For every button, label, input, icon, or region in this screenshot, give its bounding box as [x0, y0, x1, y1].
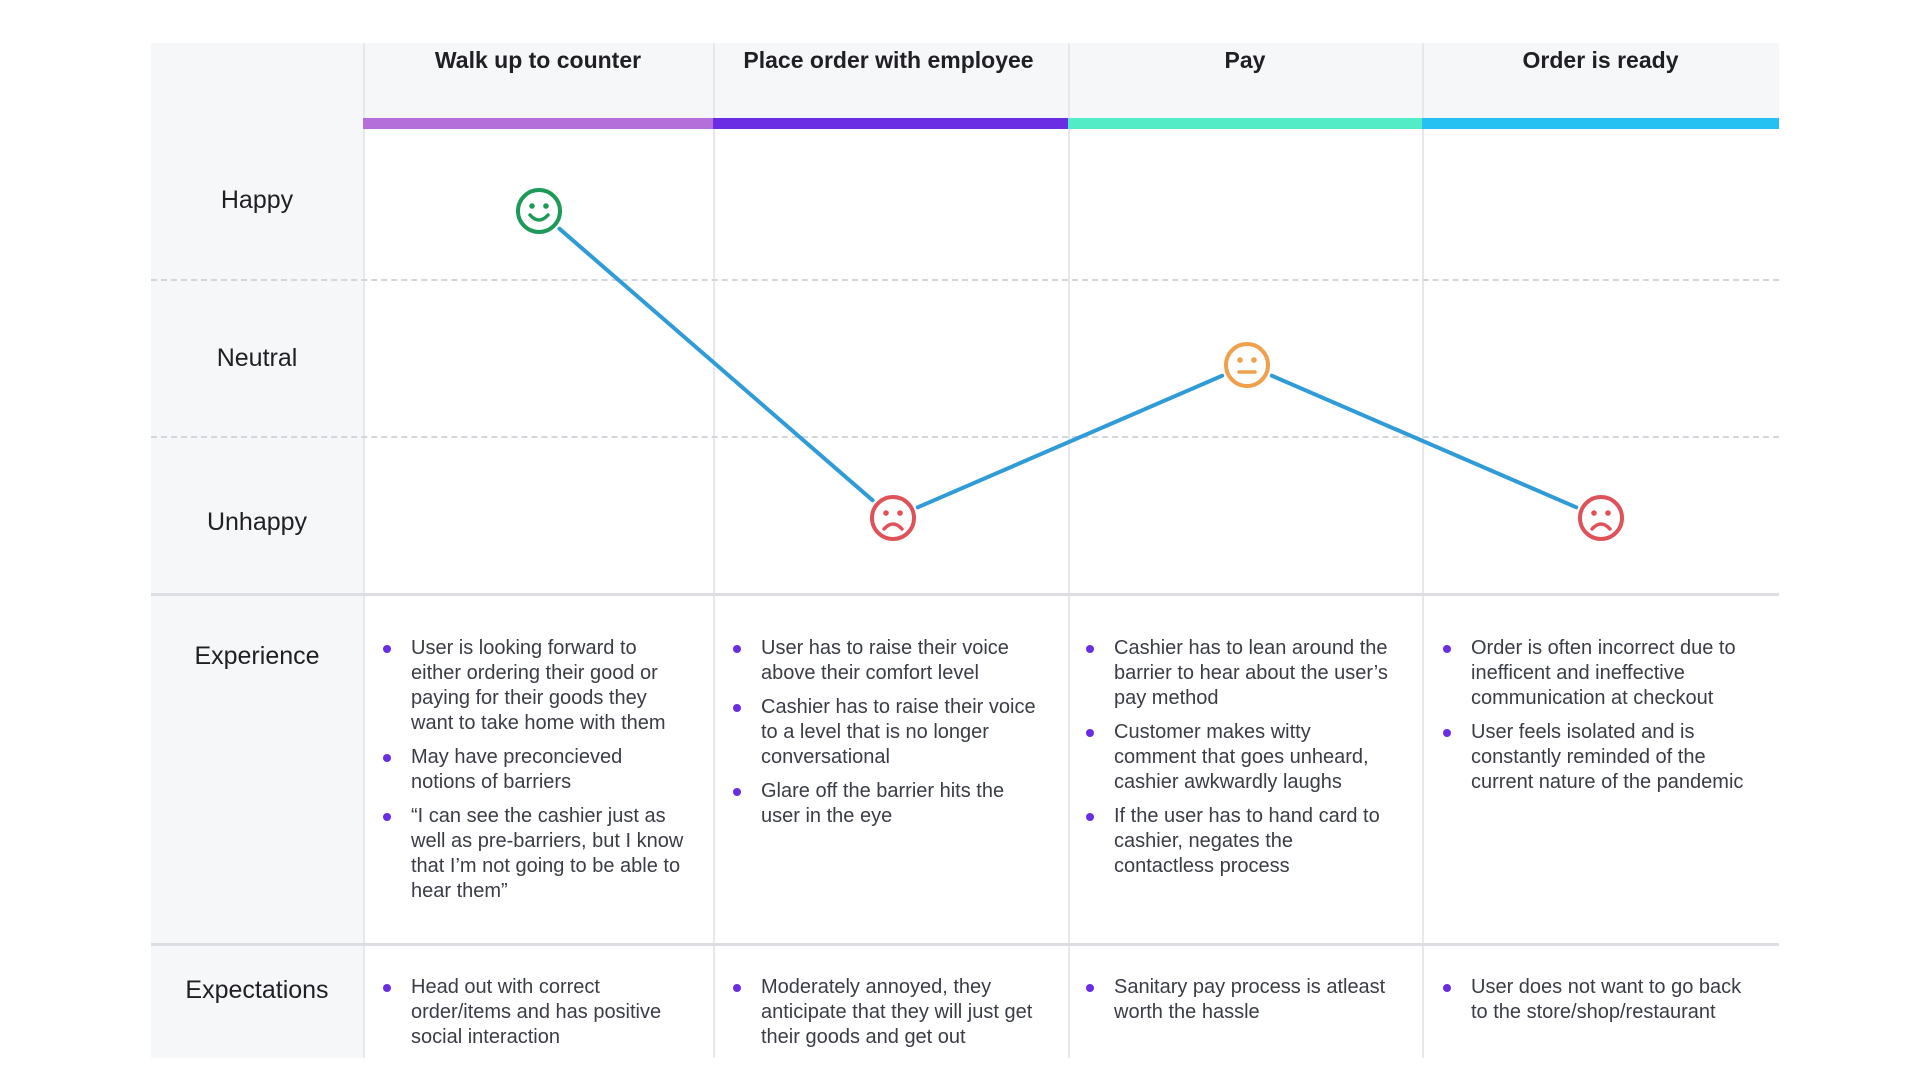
emotion-line-segment — [1269, 373, 1579, 510]
experience-bullet: Customer makes witty comment that goes u… — [1084, 720, 1389, 795]
level-label-neutral: Neutral — [216, 344, 298, 372]
level-gridline — [151, 279, 1779, 281]
experience-list: Order is often incorrect due to ineffice… — [1441, 636, 1746, 804]
column-divider — [1068, 43, 1070, 1058]
stage-title-walk-up: Walk up to counter — [434, 47, 642, 73]
stage-title-place-order: Place order with employee — [743, 47, 1034, 73]
expectations-bullet: Head out with correct order/items and ha… — [381, 975, 686, 1050]
stage-bar — [363, 118, 713, 129]
level-label-unhappy: Unhappy — [206, 508, 308, 536]
experience-bullet: May have preconcieved notions of barrier… — [381, 745, 686, 795]
emotion-line-segment — [915, 373, 1225, 510]
label-column — [151, 43, 363, 1058]
happy-face-icon — [516, 188, 562, 234]
sad-face-icon — [1578, 495, 1624, 541]
header-band — [151, 43, 1779, 118]
journey-map: Walk up to counter Place order with empl… — [151, 43, 1779, 1058]
expectations-list: User does not want to go back to the sto… — [1441, 975, 1746, 1034]
sad-face-icon — [870, 495, 916, 541]
stage-bar — [1068, 118, 1422, 129]
experience-list: User is looking forward to either orderi… — [381, 636, 686, 913]
column-divider — [1422, 43, 1424, 1058]
stage-bar — [713, 118, 1068, 129]
stage-bar — [1422, 118, 1779, 129]
expectations-list: Sanitary pay process is atleast worth th… — [1084, 975, 1389, 1034]
experience-bullet: Cashier has to lean around the barrier t… — [1084, 636, 1389, 711]
emotion-line-segment — [557, 226, 875, 503]
experience-bullet: Glare off the barrier hits the user in t… — [731, 779, 1036, 829]
column-divider — [713, 43, 715, 1058]
experience-bullet: User has to raise their voice above thei… — [731, 636, 1036, 686]
level-label-happy: Happy — [220, 186, 294, 214]
section-separator — [151, 593, 1779, 596]
stage-title-pay: Pay — [1224, 47, 1266, 73]
level-gridline — [151, 436, 1779, 438]
row-label-expectations: Expectations — [185, 976, 329, 1004]
column-divider — [363, 43, 365, 1058]
experience-bullet: User feels isolated and is constantly re… — [1441, 720, 1746, 795]
experience-list: Cashier has to lean around the barrier t… — [1084, 636, 1389, 888]
expectations-list: Head out with correct order/items and ha… — [381, 975, 686, 1059]
expectations-bullet: Sanitary pay process is atleast worth th… — [1084, 975, 1389, 1025]
expectations-list: Moderately annoyed, they anticipate that… — [731, 975, 1036, 1059]
experience-bullet: Order is often incorrect due to ineffice… — [1441, 636, 1746, 711]
emotion-line-chart — [516, 188, 1624, 541]
experience-bullet: If the user has to hand card to cashier,… — [1084, 804, 1389, 879]
experience-bullet: “I can see the cashier just as well as p… — [381, 804, 686, 904]
row-label-experience: Experience — [194, 642, 320, 670]
experience-bullet: User is looking forward to either orderi… — [381, 636, 686, 736]
neutral-face-icon — [1224, 342, 1270, 388]
expectations-bullet: User does not want to go back to the sto… — [1441, 975, 1746, 1025]
stage-title-order-ready: Order is ready — [1522, 47, 1679, 73]
section-separator — [151, 943, 1779, 946]
experience-bullet: Cashier has to raise their voice to a le… — [731, 695, 1036, 770]
experience-list: User has to raise their voice above thei… — [731, 636, 1036, 838]
expectations-bullet: Moderately annoyed, they anticipate that… — [731, 975, 1036, 1050]
